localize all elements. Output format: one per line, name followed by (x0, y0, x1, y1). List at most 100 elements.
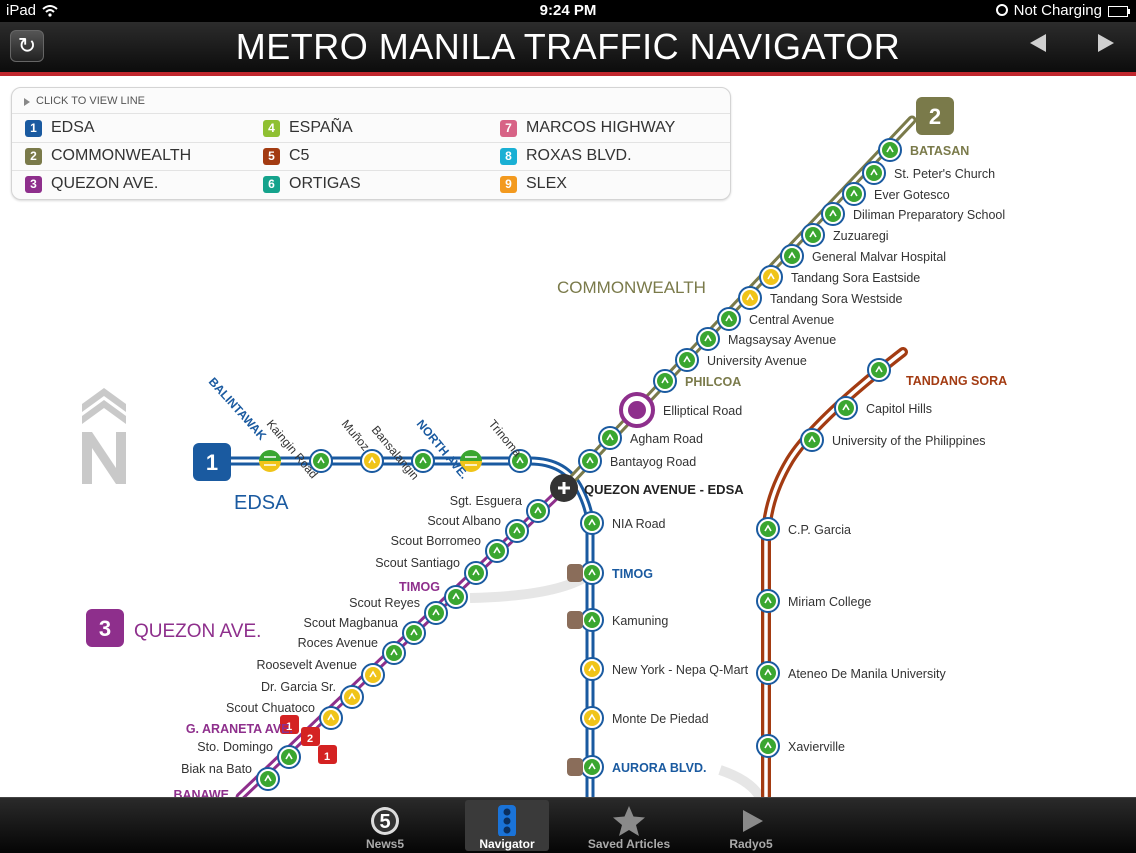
line-badge-number: 2 (929, 104, 941, 129)
line-badge-number: 3 (99, 616, 111, 641)
station-xavierville[interactable] (756, 734, 780, 758)
station-roces-avenue[interactable] (382, 641, 406, 665)
station-label-st-peter-s-church: St. Peter's Church (894, 167, 995, 181)
line-number-badge: 3 (25, 176, 42, 193)
station-biak-na-bato[interactable] (256, 767, 280, 791)
station-nia-road[interactable] (580, 511, 604, 535)
station-label-batasan: BATASAN (910, 144, 969, 158)
line-name: MARCOS HIGHWAY (526, 119, 676, 136)
station-ateneo-de-manila-university[interactable] (756, 661, 780, 685)
line-name: ORTIGAS (289, 175, 361, 192)
station-capitol-hills[interactable] (834, 396, 858, 420)
incident-count: 1 (286, 721, 292, 733)
tab-navigator[interactable]: Navigator (465, 800, 549, 851)
station-balintawak[interactable] (259, 450, 281, 472)
station-aurora-blvd[interactable] (580, 755, 604, 779)
wifi-icon (42, 4, 58, 17)
station-label-new-york-nepa-q-mart: New York - Nepa Q-Mart (612, 663, 749, 677)
station-dr-garcia-sr[interactable] (340, 685, 364, 709)
line-number-badge: 6 (263, 176, 280, 193)
station-label-trinoma: Trinoma (486, 417, 525, 460)
tab-saved-articles[interactable]: Saved Articles (587, 800, 671, 851)
edsa-line-badge (193, 443, 231, 481)
header-accent-bar (0, 72, 1136, 76)
station-new-york-nepa-q-mart[interactable] (580, 657, 604, 681)
station-scout-chuatoco[interactable] (319, 706, 343, 730)
station-label-capitol-hills: Capitol Hills (866, 402, 932, 416)
station-tandang-sora[interactable] (867, 358, 891, 382)
station-label-roosevelt-avenue: Roosevelt Avenue (256, 658, 357, 672)
station-label-university-of-the-philippines: University of the Philippines (832, 434, 986, 448)
tab-label: Navigator (479, 837, 535, 851)
station-scout-reyes[interactable] (424, 601, 448, 625)
tab-label: News5 (365, 837, 405, 851)
camera-icon (567, 564, 583, 582)
station-label-scout-albano: Scout Albano (427, 514, 501, 528)
c5-line (761, 347, 908, 797)
station-mu-oz[interactable] (360, 449, 384, 473)
station-zuzuaregi[interactable] (801, 223, 825, 247)
station-label-mu-oz: Muñoz (339, 417, 373, 454)
line-number-badge: 7 (500, 120, 517, 137)
line-name: ROXAS BLVD. (526, 147, 632, 164)
star-icon (587, 804, 671, 836)
station-general-malvar-hospital[interactable] (780, 244, 804, 268)
legend-header[interactable]: CLICK TO VIEW LINE (36, 95, 146, 107)
line-badge-number: 1 (206, 450, 218, 475)
station-trinoma[interactable] (508, 449, 532, 473)
station-tandang-sora-westside[interactable] (738, 286, 762, 310)
refresh-button[interactable]: ↻ (10, 30, 44, 62)
tab-news5[interactable]: 5 News5 (343, 800, 427, 851)
station-agham-road[interactable] (598, 426, 622, 450)
station-sto-domingo[interactable] (277, 745, 301, 769)
incident-marker (280, 715, 299, 734)
station-magsaysay-avenue[interactable] (696, 327, 720, 351)
station-bantayog-road[interactable] (578, 449, 602, 473)
station-elliptical-road[interactable] (619, 392, 655, 428)
play-icon (709, 804, 793, 836)
station-miriam-college[interactable] (756, 589, 780, 613)
next-arrow-button[interactable] (1098, 34, 1114, 52)
station-bansalangin[interactable] (411, 449, 435, 473)
station-label-central-avenue: Central Avenue (749, 313, 834, 327)
station-sgt-esguera[interactable] (526, 499, 550, 523)
svg-text:5: 5 (379, 811, 390, 833)
station-north-ave[interactable] (460, 450, 482, 472)
previous-arrow-button[interactable] (1030, 34, 1046, 52)
station-kamuning[interactable] (580, 608, 604, 632)
station-scout-santiago[interactable] (464, 561, 488, 585)
station-university-avenue[interactable] (675, 348, 699, 372)
camera-icon (567, 758, 583, 776)
incident-marker (301, 727, 320, 746)
station-central-avenue[interactable] (717, 307, 741, 331)
station-label-timog: TIMOG (612, 567, 653, 581)
station-philcoa[interactable] (653, 369, 677, 393)
line-number-badge: 4 (263, 120, 280, 137)
line-number-badge: 8 (500, 148, 517, 165)
station-university-of-the-philippines[interactable] (800, 428, 824, 452)
station-roosevelt-avenue[interactable] (361, 663, 385, 687)
station-label-aurora-blvd: AURORA BLVD. (612, 761, 706, 775)
station-label-kamuning: Kamuning (612, 614, 668, 628)
commonwealth-line-label: COMMONWEALTH (557, 278, 706, 297)
station-diliman-preparatory-school[interactable] (821, 202, 845, 226)
tab-radyo5[interactable]: Radyo5 (709, 800, 793, 851)
station-ever-gotesco[interactable] (842, 182, 866, 206)
station-scout-borromeo[interactable] (485, 539, 509, 563)
station-scout-magbanua[interactable] (402, 621, 426, 645)
divider (12, 142, 730, 143)
station-timog[interactable] (444, 585, 468, 609)
station-c-p-garcia[interactable] (756, 517, 780, 541)
station-tandang-sora-eastside[interactable] (759, 265, 783, 289)
station-kaingin-road[interactable] (309, 449, 333, 473)
junction-quezon-avenue-edsa[interactable] (550, 474, 578, 502)
station-label-balintawak: BALINTAWAK (206, 375, 270, 443)
station-st-peter-s-church[interactable] (862, 161, 886, 185)
station-batasan[interactable] (878, 138, 902, 162)
station-label-g-araneta-ave: G. ARANETA AVE. (186, 722, 293, 736)
station-monte-de-piedad[interactable] (580, 706, 604, 730)
station-scout-albano[interactable] (505, 519, 529, 543)
station-label-zuzuaregi: Zuzuaregi (833, 229, 889, 243)
station-timog[interactable] (580, 561, 604, 585)
